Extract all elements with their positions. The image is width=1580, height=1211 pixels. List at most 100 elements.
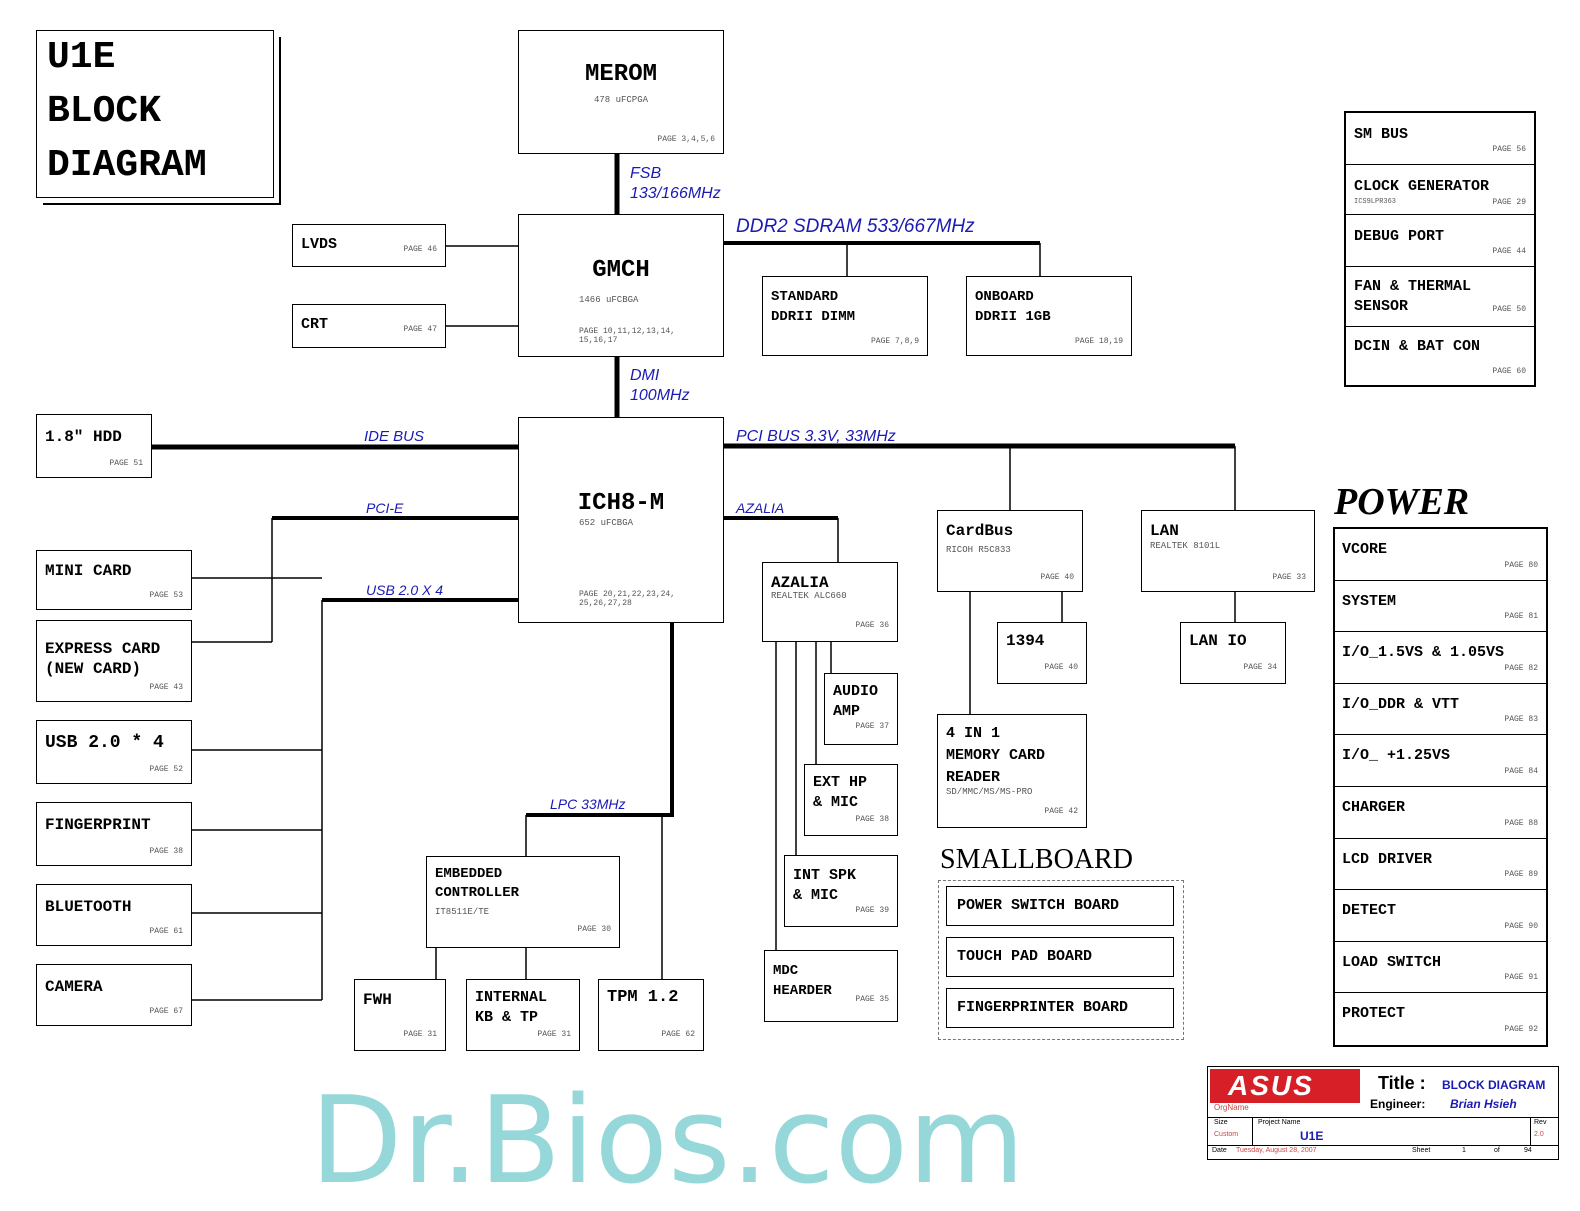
ich8m-package: 652 uFCBGA [579,518,634,528]
ext-hp-mic-block: EXT HP & MIC PAGE 38 [804,764,898,836]
onboard-ddr-block: ONBOARD DDRII 1GB PAGE 18,19 [966,276,1132,356]
title-block-divider-1 [1208,1117,1558,1118]
asus-logo-text: ASUS [1228,1070,1314,1101]
lan-block: LAN REALTEK 8101L PAGE 33 [1141,510,1315,592]
bluetooth-block: BLUETOOTH PAGE 61 [36,884,192,946]
tpm-page: PAGE 62 [661,1030,695,1039]
merom-page: PAGE 3,4,5,6 [657,135,715,144]
memory-card-reader-types: SD/MMC/MS/MS-PRO [946,787,1033,797]
project-label: Project Name [1258,1119,1301,1126]
standard-dimm-page: PAGE 7,8,9 [870,337,919,346]
onboard-ddr-label: ONBOARD DDRII 1GB [975,289,1051,325]
title-block-vline-1 [1252,1117,1253,1145]
power-item-label: I/O_ +1.25VS [1342,747,1451,765]
power-item-label: PROTECT [1342,1005,1406,1023]
fwh-block: FWH PAGE 31 [354,979,446,1051]
ich8m-page: PAGE 20,21,22,23,24, 25,26,27,28 [579,590,676,608]
mini-card-block: MINI CARD PAGE 53 [36,550,192,610]
clock-generator-page: PAGE 29 [1492,198,1526,207]
camera-label: CAMERA [45,978,103,996]
hdd-page: PAGE 51 [109,459,143,468]
power-item-label: I/O_1.5VS & 1.05VS [1342,644,1505,662]
ddr2-bus-label: DDR2 SDRAM 533/667MHz [736,216,975,237]
right-panel: SM BUS PAGE 56 CLOCK GENERATOR ICS9LPR36… [1344,111,1536,387]
date-value: Tuesday, August 28, 2007 [1236,1147,1317,1154]
power-item-page: PAGE 84 [1504,766,1538,776]
watermark: Dr.Bios.com [310,1072,1025,1211]
clock-generator-label: CLOCK GENERATOR [1354,178,1490,195]
power-heading: POWER [1334,481,1470,523]
ieee1394-page: PAGE 40 [1044,663,1078,672]
power-item-page: PAGE 92 [1504,1024,1538,1034]
crt-page: PAGE 47 [403,325,437,334]
sheet-value: 1 [1462,1147,1466,1154]
fingerprint-label: FINGERPRINT [45,816,151,834]
debug-port-block: DEBUG PORT PAGE 44 [1346,215,1534,267]
ich8m-block: ICH8-M 652 uFCBGA PAGE 20,21,22,23,24, 2… [518,417,724,623]
smallboard-list: POWER SWITCH BOARD TOUCH PAD BOARD FINGERP… [946,886,1176,1036]
ieee1394-label: 1394 [1006,632,1045,650]
lan-io-label: LAN IO [1189,632,1247,650]
power-item-page: PAGE 83 [1504,715,1538,725]
title-label: Title : [1378,1073,1426,1093]
power-item-label: CHARGER [1342,799,1406,816]
cardbus-block: CardBus RICOH R5C833 PAGE 40 [937,510,1083,592]
memory-card-reader-label: 4 IN 1 MEMORY CARD READER [946,725,1046,786]
embedded-controller-block: EMBEDDED CONTROLLER IT8511E/TE PAGE 30 [426,856,620,948]
internal-kb-tp-block: INTERNAL KB & TP PAGE 31 [466,979,580,1051]
lan-label: LAN [1150,522,1179,540]
memory-card-reader-page: PAGE 42 [1044,807,1078,816]
cardbus-part: RICOH R5C833 [946,545,1011,555]
memory-card-reader-block: 4 IN 1 MEMORY CARD READER SD/MMC/MS/MS-P… [937,714,1087,828]
fingerprint-block: FINGERPRINT PAGE 38 [36,802,192,866]
dcin-bat-page: PAGE 60 [1492,367,1526,376]
smallboard-item: POWER SWITCH BOARD [946,886,1174,926]
dcin-bat-label: DCIN & BAT CON [1354,338,1481,355]
azalia-codec-block: AZALIA REALTEK ALC660 PAGE 36 [762,562,898,642]
title-line-2: BLOCK [47,90,162,133]
standard-dimm-label: STANDARD DDRII DIMM [771,289,856,325]
embedded-controller-part: IT8511E/TE [435,907,490,917]
power-item-page: PAGE 88 [1504,818,1538,828]
org-name: OrgName [1214,1103,1249,1112]
bluetooth-page: PAGE 61 [149,927,183,936]
usb-label: USB 2.0 * 4 [45,733,164,753]
internal-kb-tp-page: PAGE 31 [537,1030,571,1039]
lpc-bus-label: LPC 33MHz [550,796,626,812]
power-item-label: LOAD SWITCH [1342,953,1442,971]
fsb-label: FSB 133/166MHz [630,165,721,202]
ext-hp-mic-page: PAGE 38 [855,815,889,824]
pcie-label: PCI-E [366,500,404,516]
merom-package: 478 uFCPGA [593,95,648,105]
audio-amp-block: AUDIO AMP PAGE 37 [824,673,898,745]
ide-bus-label: IDE BUS [364,428,425,445]
tpm-label: TPM 1.2 [607,988,679,1007]
smallboard-item: FINGERPRINTER BOARD [946,988,1174,1028]
mini-card-label: MINI CARD [45,562,132,580]
audio-amp-label: AUDIO AMP [833,683,879,720]
title-block-vline-2 [1530,1117,1531,1145]
internal-kb-tp-label: INTERNAL KB & TP [475,989,548,1026]
standard-dimm-block: STANDARD DDRII DIMM PAGE 7,8,9 [762,276,928,356]
express-card-page: PAGE 43 [149,683,183,692]
merom-block: MEROM 478 uFCPGA PAGE 3,4,5,6 [518,30,724,154]
embedded-controller-page: PAGE 30 [577,925,611,934]
int-spk-mic-label: INT SPK & MIC [793,867,857,904]
sm-bus-page: PAGE 56 [1492,145,1526,154]
fwh-label: FWH [363,991,392,1009]
lan-page: PAGE 33 [1272,573,1306,582]
express-card-block: EXPRESS CARD (NEW CARD) PAGE 43 [36,620,192,702]
smallboard-item: TOUCH PAD BOARD [946,937,1174,977]
cardbus-page: PAGE 40 [1040,573,1074,582]
pci-bus-label: PCI BUS 3.3V, 33MHz [736,428,896,445]
dcin-bat-block: DCIN & BAT CON PAGE 60 [1346,327,1534,385]
audio-amp-page: PAGE 37 [855,722,889,731]
usb-bus-label: USB 2.0 X 4 [366,582,444,598]
